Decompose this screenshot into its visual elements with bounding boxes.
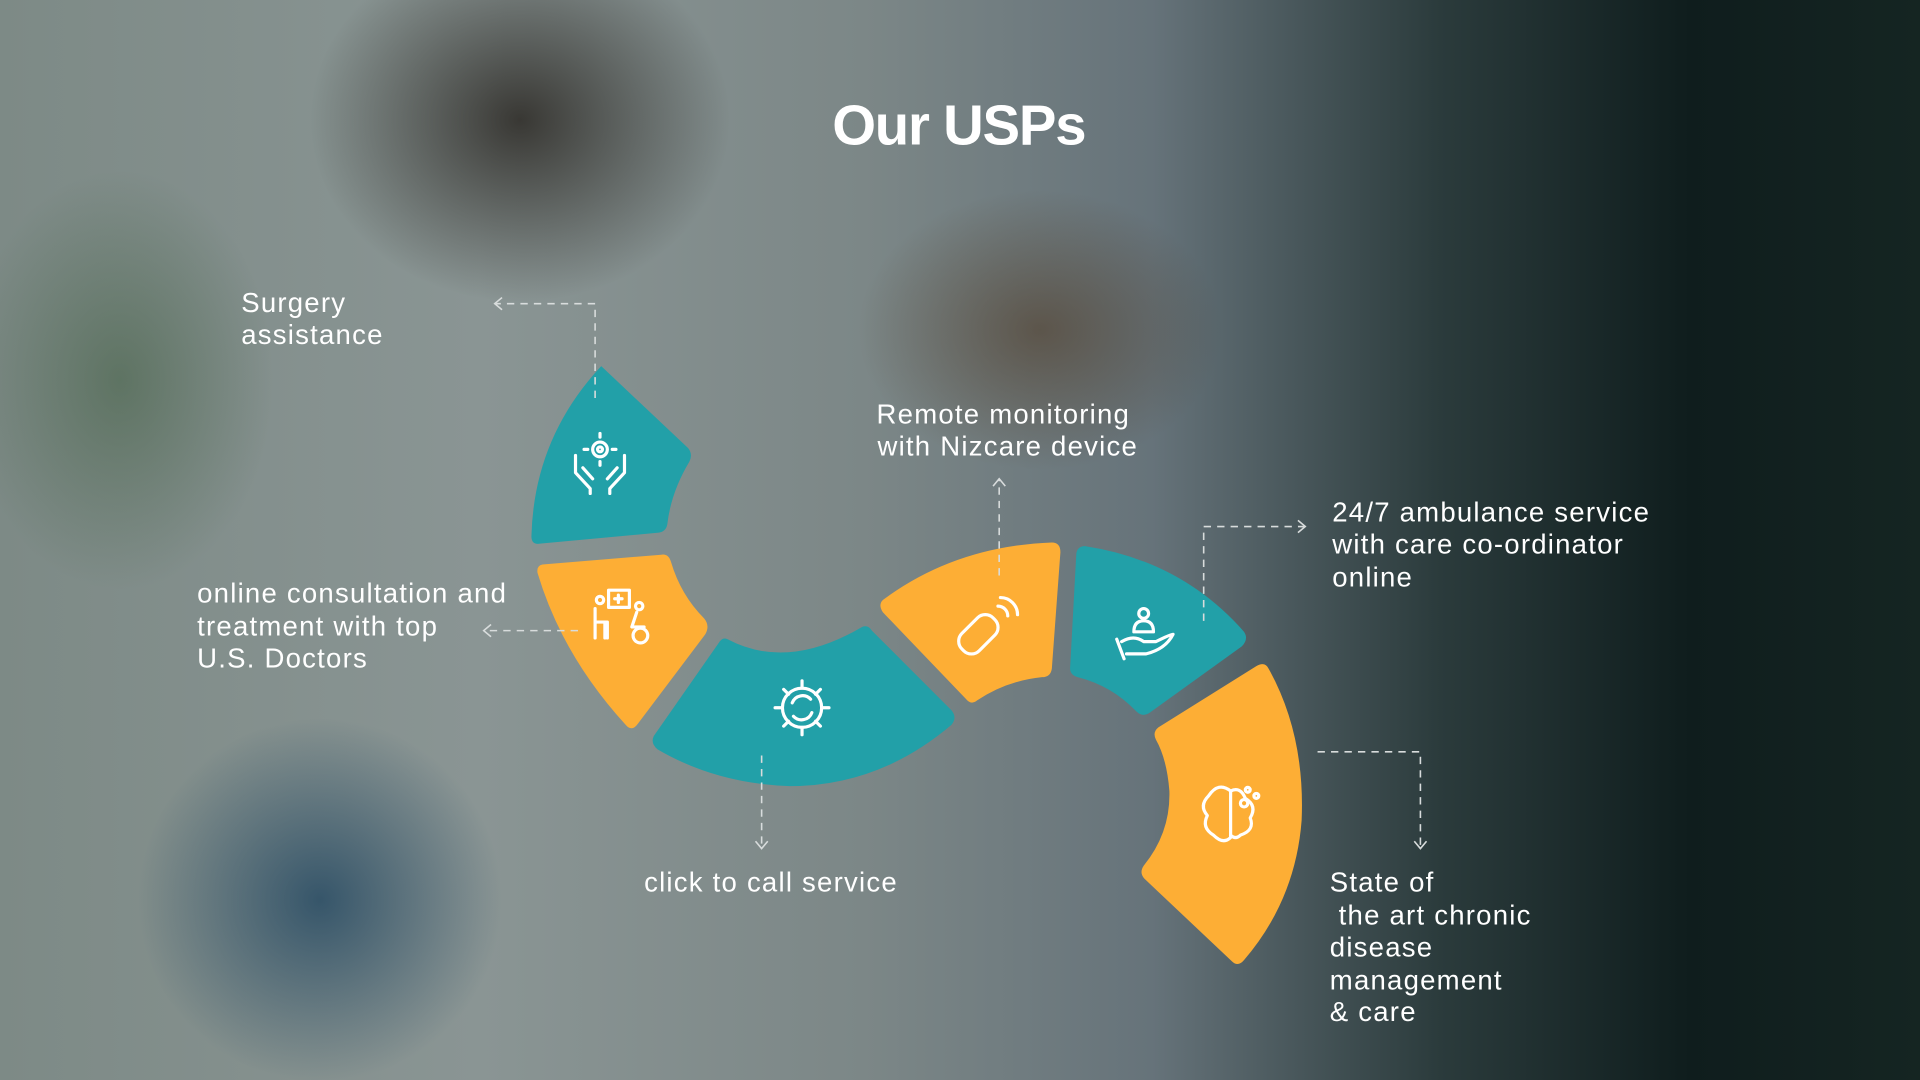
hands-gear-icon <box>573 431 627 496</box>
label-chronic-care: State of the art chronic disease managem… <box>0 0 1576 1027</box>
segment-remote-monitoring <box>880 542 1061 703</box>
connector-online <box>482 623 578 638</box>
remote-device-icon <box>957 595 1020 656</box>
connector-surgery <box>493 296 596 398</box>
segment-chronic-care <box>1141 664 1302 965</box>
connector-click-to-call <box>754 755 769 850</box>
connector-ambulance <box>1202 519 1307 621</box>
connector-chronic <box>1317 751 1428 850</box>
connector-remote <box>992 477 1006 576</box>
label-remote-monitoring: Remote monitoring with Nizcare device <box>876 399 1139 462</box>
label-ambulance: 24/7 ambulance service with care co-ordi… <box>1331 497 1659 593</box>
gear-refresh-icon <box>773 679 831 737</box>
segment-click-to-call <box>652 626 955 787</box>
doctor-patient-icon <box>593 588 650 645</box>
brain-icon <box>1201 785 1261 843</box>
segment-online-consultation <box>537 554 708 729</box>
page-title: Our USPs <box>832 93 1085 156</box>
hand-person-icon <box>1115 606 1175 661</box>
label-surgery: Surgery assistance <box>241 287 383 350</box>
label-click-to-call: click to call service <box>644 866 898 897</box>
segment-surgery <box>531 366 691 544</box>
segment-ambulance <box>1070 546 1247 715</box>
label-online-consultation: online consultation and treatment with t… <box>197 577 516 673</box>
